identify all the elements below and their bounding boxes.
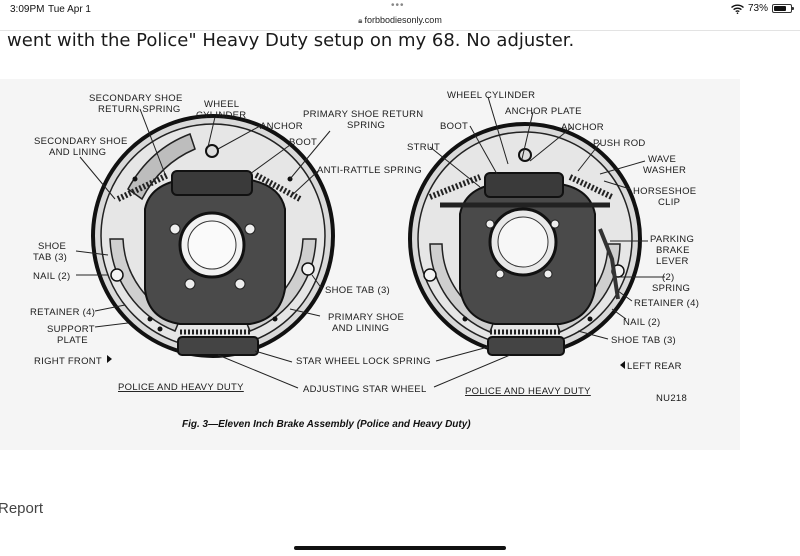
label-parking-brake-lever-1: PARKING — [650, 234, 694, 245]
label-horseshoe-clip-2: CLIP — [658, 197, 680, 208]
label-wheel-cylinder-left-2: CYLINDER — [196, 110, 246, 121]
label-left-rear: LEFT REAR — [627, 361, 682, 372]
label-shoe-tab-mid: SHOE TAB (3) — [325, 285, 390, 296]
label-shoe-tab-left-2: TAB (3) — [33, 252, 67, 263]
address-bar[interactable]: 🔒︎forbbodiesonly.com — [0, 15, 800, 26]
label-primary-shoe-return-spring-2: SPRING — [347, 120, 385, 131]
label-secondary-shoe-return-spring-1: SECONDARY SHOE — [89, 93, 183, 104]
brake-diagram-figure: SECONDARY SHOE RETURN SPRING WHEEL CYLIN… — [0, 79, 740, 450]
label-star-wheel-lock-spring: STAR WHEEL LOCK SPRING — [296, 356, 431, 367]
label-adjusting-star-wheel: ADJUSTING STAR WHEEL — [303, 384, 427, 395]
url-text: forbbodiesonly.com — [364, 15, 442, 25]
left-brake-assembly — [91, 114, 335, 358]
label-spring-right-2: SPRING — [652, 283, 690, 294]
label-nail-right: NAIL (2) — [623, 317, 660, 328]
label-wave-washer-1: WAVE — [648, 154, 676, 165]
label-anchor-left: ANCHOR — [260, 121, 303, 132]
label-boot-right: BOOT — [440, 121, 468, 132]
label-wave-washer-2: WASHER — [643, 165, 686, 176]
label-parking-brake-lever-3: LEVER — [656, 256, 689, 267]
lock-icon: 🔒︎ — [358, 16, 363, 25]
label-code: NU218 — [656, 393, 687, 404]
label-retainer-right: RETAINER (4) — [634, 298, 699, 309]
status-date: Tue Apr 1 — [48, 4, 91, 15]
label-secondary-shoe-and-lining-1: SECONDARY SHOE — [34, 136, 128, 147]
status-indicators: 73% — [731, 3, 794, 14]
label-wheel-cylinder-left-1: WHEEL — [204, 99, 239, 110]
label-police-heavy-duty-left: POLICE AND HEAVY DUTY — [118, 382, 244, 393]
label-anchor-plate: ANCHOR PLATE — [505, 106, 582, 117]
brake-diagram: SECONDARY SHOE RETURN SPRING WHEEL CYLIN… — [30, 90, 699, 430]
label-shoe-tab-left-1: SHOE — [38, 241, 66, 252]
label-support-plate-2: PLATE — [57, 335, 88, 346]
label-spring-right-1: (2) — [662, 272, 675, 283]
label-police-heavy-duty-right: POLICE AND HEAVY DUTY — [465, 386, 591, 397]
report-link[interactable]: Report — [0, 500, 44, 517]
label-right-front: RIGHT FRONT — [34, 356, 102, 367]
label-shoe-tab-right: SHOE TAB (3) — [611, 335, 676, 346]
more-dots-icon[interactable]: ••• — [391, 0, 405, 11]
battery-icon — [772, 4, 794, 13]
label-horseshoe-clip-1: HORSESHOE — [633, 186, 696, 197]
left-rear-arrow-icon — [620, 361, 625, 369]
label-primary-shoe-and-lining-1: PRIMARY SHOE — [328, 312, 404, 323]
post-text: I went with the Police" Heavy Duty setup… — [0, 30, 575, 51]
label-support-plate-1: SUPPORT — [47, 324, 95, 335]
label-secondary-shoe-and-lining-2: AND LINING — [49, 147, 106, 158]
label-secondary-shoe-return-spring-2: RETURN SPRING — [98, 104, 181, 115]
wifi-icon — [731, 4, 744, 14]
status-bar: 3:09PM Tue Apr 1 ••• 🔒︎forbbodiesonly.co… — [0, 0, 800, 31]
battery-percent: 73% — [747, 3, 768, 14]
status-time: 3:09PM — [10, 4, 45, 15]
leader-lines — [75, 96, 665, 389]
label-strut: STRUT — [407, 142, 440, 153]
label-primary-shoe-return-spring-1: PRIMARY SHOE RETURN — [303, 109, 423, 120]
figure-caption: Fig. 3—Eleven Inch Brake Assembly (Polic… — [182, 419, 471, 430]
label-retainer-left: RETAINER (4) — [30, 307, 95, 318]
label-anti-rattle-spring: ANTI-RATTLE SPRING — [317, 165, 422, 176]
diagram-labels: SECONDARY SHOE RETURN SPRING WHEEL CYLIN… — [30, 90, 699, 430]
label-wheel-cylinder-right: WHEEL CYLINDER — [447, 90, 535, 101]
label-nail-left: NAIL (2) — [33, 271, 70, 282]
right-brake-assembly — [408, 122, 642, 356]
right-front-arrow-icon — [107, 355, 112, 363]
label-anchor-right: ANCHOR — [561, 122, 604, 133]
label-boot-left: BOOT — [289, 137, 317, 148]
home-indicator[interactable] — [294, 546, 506, 550]
label-push-rod: PUSH ROD — [593, 138, 646, 149]
label-primary-shoe-and-lining-2: AND LINING — [332, 323, 389, 334]
label-parking-brake-lever-2: BRAKE — [656, 245, 690, 256]
